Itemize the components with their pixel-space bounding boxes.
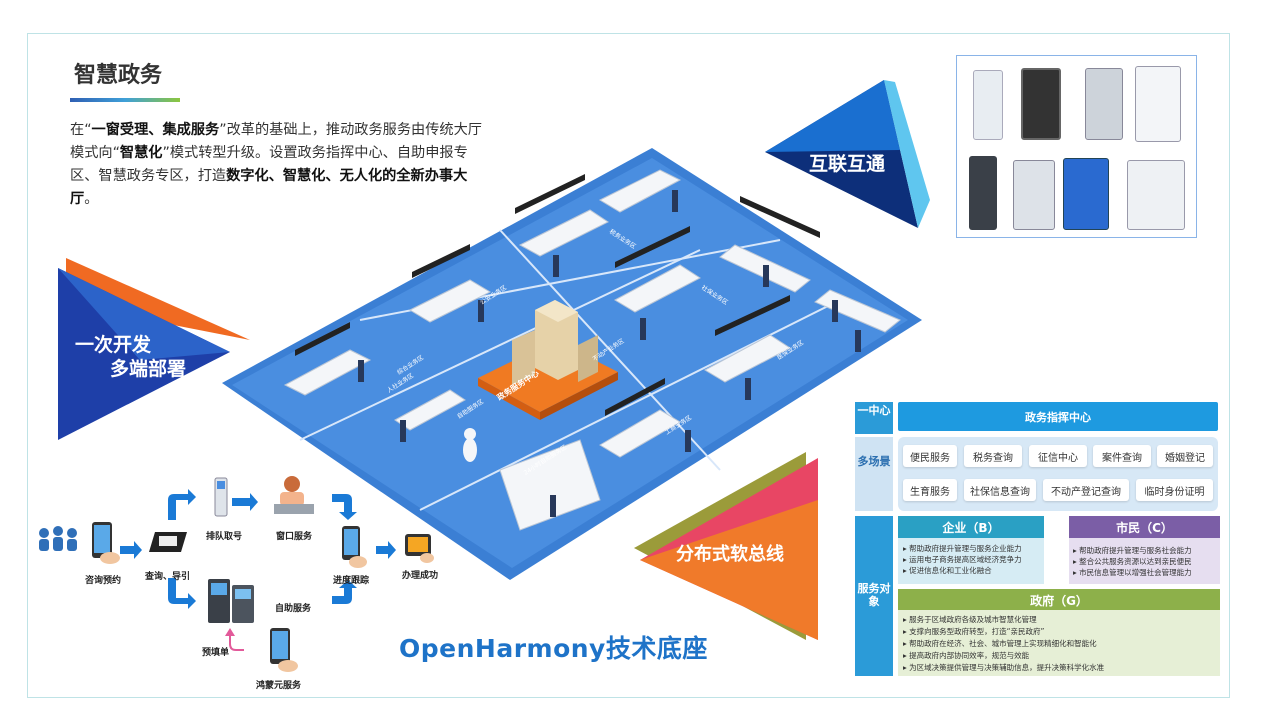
kiosk-device-2 (1085, 68, 1123, 140)
scenes-side-tab: 多场景 (855, 437, 893, 511)
objects-side-tab: 服务对象 (855, 516, 893, 676)
cabinet-device (1135, 66, 1181, 142)
enterprise-header: 企业（B） (898, 516, 1044, 538)
flow-arrows (120, 489, 396, 609)
scene-chip-9: 临时身份证明 (1136, 479, 1213, 501)
done-tablet-icon (401, 530, 435, 568)
command-center-title: 政务指挥中心 (1025, 411, 1091, 424)
interconnect-triangle-edge (884, 80, 930, 228)
enterprise-item-3: 促进信息化和工业化融合 (903, 565, 1022, 576)
flow-step-query: 查询、导引 (145, 572, 191, 582)
flow-step-harmony: 鸿蒙元服务 (256, 681, 302, 691)
queue-machine-icon (212, 476, 230, 522)
scene-chip-4: 案件查询 (1093, 445, 1151, 467)
content-frame (27, 33, 1230, 698)
led-signs (295, 174, 820, 416)
flow-step-self: 自助服务 (275, 604, 312, 614)
government-list: 服务于区域政府各级及城市智慧化管理 支撑向服务型政府转型，打造“亲民政府” 帮助… (903, 614, 1104, 674)
people-group-icon (36, 525, 92, 559)
enterprise-item-1: 帮助政府提升管理与服务企业能力 (903, 543, 1022, 554)
deploy-triangle-blue-light (58, 268, 230, 360)
arrow-consult-query (120, 541, 142, 559)
government-item-5: 为区域决策提供管理与决策辅助信息，提升决策科学化水准 (903, 662, 1104, 674)
deploy-label-line1: 一次开发 (75, 334, 152, 356)
citizen-title: 市民（C） (1116, 521, 1173, 535)
self-service-machine-icon (206, 575, 256, 629)
citizen-header: 市民（C） (1069, 516, 1220, 538)
robot (463, 428, 477, 462)
citizen-item-2: 整合公共服务资源以达到亲民便民 (1073, 556, 1192, 567)
locker-device (1063, 158, 1109, 230)
center-side-tab: 一中心 (855, 402, 893, 434)
window-staff-icon (270, 472, 318, 520)
arrow-window-progress (332, 494, 357, 520)
command-center-bar: 政务指挥中心 (898, 402, 1218, 431)
arrow-progress-done (376, 541, 396, 559)
objects-side-label: 服务对象 (857, 582, 891, 608)
scene-chip-3: 征信中心 (1029, 445, 1087, 467)
deploy-triangle-orange (66, 258, 250, 340)
arrow-query-queue (168, 489, 196, 520)
kiosk-terminal-icon (145, 528, 191, 560)
service-desks (283, 169, 901, 531)
arrow-query-self (168, 578, 196, 609)
flow-step-consult: 咨询预约 (85, 576, 122, 586)
arrow-self-progress (332, 580, 357, 604)
government-item-1: 服务于区域政府各级及城市智慧化管理 (903, 614, 1104, 626)
device-collage (956, 55, 1197, 238)
interconnect-triangle-light (765, 80, 900, 152)
scene-chip-2: 税务查询 (964, 445, 1022, 467)
scene-chip-6: 生育服务 (903, 479, 957, 501)
softbus-label: 分布式软总线 (676, 544, 784, 565)
flow-step-progress: 进度跟踪 (333, 576, 370, 586)
government-item-3: 帮助政府在经济、社会、城市管理上实现精细化和智能化 (903, 638, 1104, 650)
softbus-triangle-orange (640, 500, 818, 640)
flow-step-window: 窗口服务 (276, 532, 313, 542)
page-description: 在“一窗受理、集成服务”改革的基础上，推动政务服务由传统大厅模式向“智慧化”模式… (70, 122, 482, 207)
enterprise-item-2: 运用电子商务提高区域经济竞争力 (903, 554, 1022, 565)
openharmony-base-title: OpenHarmony技术底座 (399, 634, 708, 663)
kiosk-device-1 (973, 70, 1003, 140)
arrow-harmony-prefill-head (225, 628, 235, 636)
scene-chip-8: 不动产登记查询 (1043, 479, 1129, 501)
interconnect-label: 互联互通 (809, 153, 886, 175)
tablet-device (1021, 68, 1061, 140)
kiosk-device-3 (969, 156, 997, 230)
government-item-4: 提高政府内部协同效率，规范与效能 (903, 650, 1104, 662)
page-title: 智慧政务 (74, 63, 163, 88)
printer-device (1127, 160, 1185, 230)
atm-device (1013, 160, 1055, 230)
arrow-harmony-prefill (229, 634, 244, 651)
central-building (478, 300, 618, 420)
flow-step-done: 办理成功 (402, 571, 439, 581)
scenes-side-label: 多场景 (857, 455, 891, 468)
flow-step-prefill: 预填单 (202, 648, 230, 658)
scene-chip-1: 便民服务 (903, 445, 957, 467)
phone-hand-icon (88, 520, 122, 570)
government-title: 政府（G） (1030, 594, 1088, 608)
title-underline (70, 98, 180, 102)
citizen-list: 帮助政府提升管理与服务社会能力 整合公共服务资源以达到亲民便民 市民信息管理以增… (1073, 545, 1192, 578)
citizen-item-3: 市民信息管理以增强社会管理能力 (1073, 567, 1192, 578)
government-header: 政府（G） (898, 589, 1220, 610)
people (358, 190, 861, 517)
scene-chip-5: 婚姻登记 (1157, 445, 1213, 467)
arrow-queue-window (232, 493, 258, 511)
enterprise-list: 帮助政府提升管理与服务企业能力 运用电子商务提高区域经济竞争力 促进信息化和工业… (903, 543, 1022, 576)
center-side-label: 一中心 (857, 404, 891, 417)
harmony-phone-icon (266, 626, 298, 678)
enterprise-title: 企业（B） (942, 521, 1000, 535)
government-item-2: 支撑向服务型政府转型，打造“亲民政府” (903, 626, 1104, 638)
flow-step-queue: 排队取号 (206, 532, 243, 542)
scene-chip-7: 社保信息查询 (964, 479, 1036, 501)
progress-phone-icon (338, 524, 368, 574)
deploy-label-line2: 多端部署 (110, 358, 187, 380)
citizen-item-1: 帮助政府提升管理与服务社会能力 (1073, 545, 1192, 556)
